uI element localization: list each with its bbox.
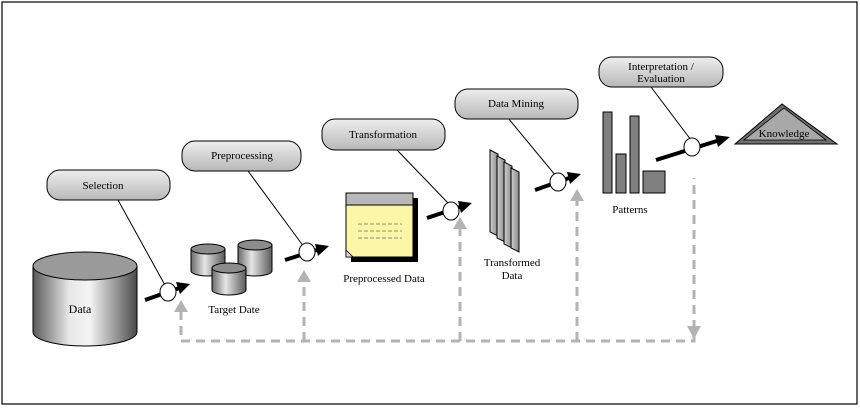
feedback-arrowheads [174,189,701,339]
preprocessing-label: Preprocessing [211,150,273,162]
transformed-data-label-line2: Data [502,270,523,282]
preprocessed-data-label: Preprocessed Data [343,273,425,285]
transformed-data-label-line1: Transformed [484,257,541,269]
target-cylinder-3 [211,262,247,296]
data-label: Data [69,302,92,316]
stage-label-transformation: Transformation [321,118,446,151]
stage-label-interpretation: Interpretation / Evaluation [598,56,724,88]
process-circles [159,137,701,302]
knowledge-pyramid: Knowledge [733,103,839,145]
interpretation-label-line1: Interpretation / [628,61,695,73]
interpretation-step-circle [683,137,701,157]
transformed-data-stack: Transformed Data [484,149,541,282]
stage-label-data-mining: Data Mining [454,88,579,120]
preprocessing-step-circle [298,242,316,262]
selection-step-circle [159,282,177,302]
data-cylinder: Data [32,251,138,347]
knowledge-label: Knowledge [759,128,810,140]
leader-lines [117,86,692,288]
feedback-loop [179,178,696,343]
transformation-step-circle [442,201,460,221]
target-data-label: Target Date [208,304,259,316]
selection-label: Selection [83,180,124,192]
stage-label-selection: Selection [46,169,171,201]
diagram-frame [1,1,858,405]
data-mining-step-circle [549,172,567,192]
stage-label-preprocessing: Preprocessing [181,140,302,172]
patterns-label: Patterns [612,204,647,216]
interpretation-label-line2: Evaluation [637,73,685,85]
data-mining-label: Data Mining [488,98,544,110]
transformation-label: Transformation [349,129,418,141]
patterns-bars: Patterns [602,111,666,216]
preprocessed-data-note: Preprocessed Data [343,192,425,285]
target-data-cylinders: Target Date [190,239,273,316]
